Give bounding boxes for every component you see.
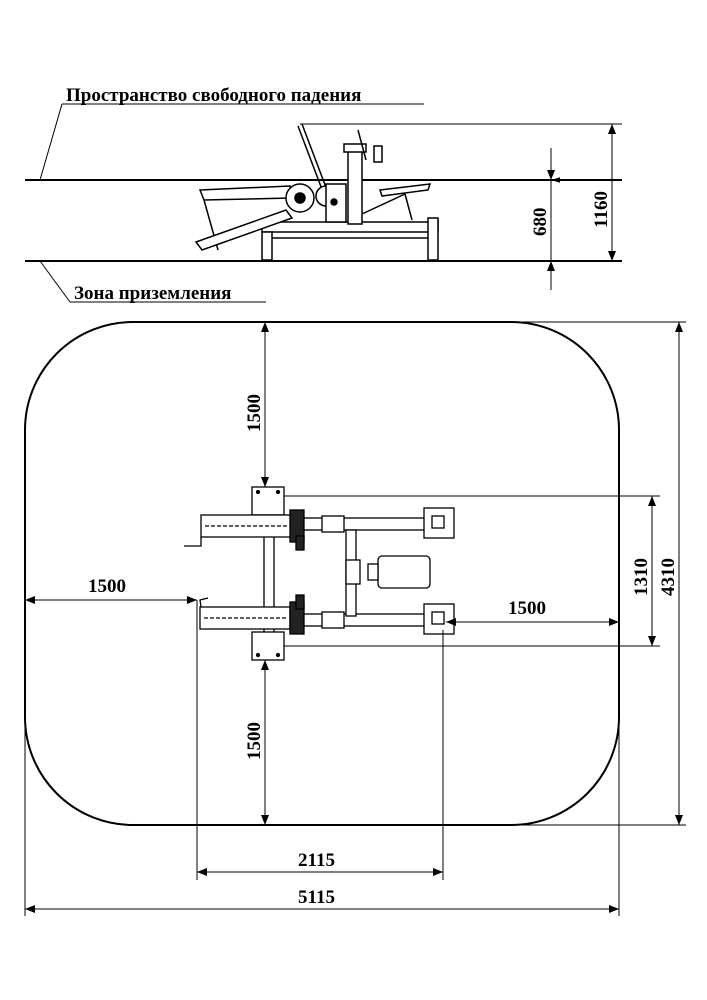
dim-4310-text: 4310 [658,558,679,596]
dim-bottom-1500-arrowhead-a [261,660,269,670]
dim-right-1500-arrowhead-b [609,618,619,626]
dim-bottom-1500-arrowhead-b [261,815,269,825]
fall-space-label: Пространство свободного падения [66,85,361,106]
dim-2115-arrowhead-a [197,868,207,876]
landing-zone-leader [39,260,71,303]
dim-top-1500-arrowhead-a [261,322,269,332]
dim-5115-arrowhead-a [25,905,35,913]
equipment-plan [184,486,455,661]
dim-680-text: 680 [530,208,551,237]
landing-zone-label: Зона приземления [74,283,231,304]
dim-680-arrowhead-a [547,170,555,180]
dim-1310-arrowhead-b [648,636,656,646]
dim-top-1500-arrowhead-b [261,477,269,487]
dim-left-1500-arrowhead-a [25,596,35,604]
dim-1310-arrowhead-a [648,496,656,506]
equipment-side [194,123,439,261]
dim-2115-text: 2115 [298,850,335,871]
dim-680-arrowhead-b [547,261,555,271]
dim-top-1500-text: 1500 [244,394,265,432]
dim-1310-text: 1310 [631,558,652,596]
dim-left-1500-arrowhead-b [187,596,197,604]
dim-5115-text: 5115 [298,887,335,908]
safety-zone-outline [24,321,620,826]
dim-1160-text: 1160 [591,191,612,228]
dim-left-1500-text: 1500 [88,576,126,597]
dim-1160-arrowhead-a [608,124,616,134]
dim-right-1500-arrowhead-a [446,618,456,626]
dim-5115-arrowhead-b [609,905,619,913]
dim-4310-arrowhead-b [675,815,683,825]
dim-1160-arrowhead-b [608,251,616,261]
plan-view: 1500 1500 1500 1500 1310 4310 [24,321,686,916]
dim-2115-arrowhead-b [433,868,443,876]
dim-4310-arrowhead-a [675,322,683,332]
side-view: Пространство свободного падения Зона при… [25,85,622,304]
dim-bottom-1500-text: 1500 [244,722,265,760]
fall-space-leader [39,103,63,181]
dim-right-1500-text: 1500 [508,598,546,619]
